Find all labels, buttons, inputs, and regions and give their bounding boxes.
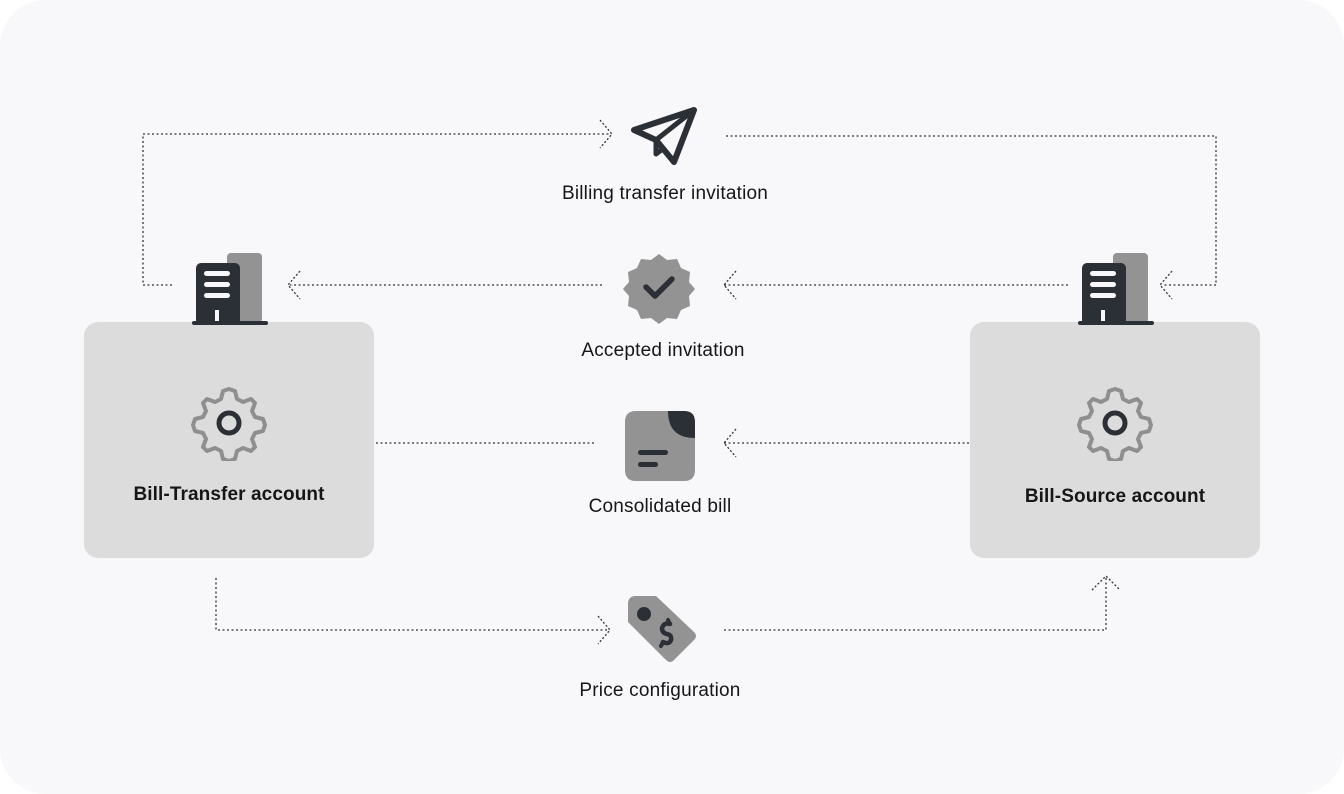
bill-transfer-account-title: Bill-Transfer account [133,484,325,505]
verified-badge-icon [623,254,695,324]
arrowhead-invitation [599,119,613,149]
arrowhead-price [597,615,611,645]
invitation-connector-right [726,135,1217,286]
invitation-label: Billing transfer invitation [561,183,769,204]
document-icon [625,411,695,481]
price-tag-icon [628,596,696,662]
accepted-label: Accepted invitation [581,340,745,361]
price-connector-left [215,578,608,631]
bill-label: Consolidated bill [588,496,732,517]
price-connector-right [724,578,1107,631]
building-icon [192,253,268,325]
bill-source-account-title: Bill-Source account [1024,486,1206,507]
paper-plane-icon [631,107,697,165]
price-label: Price configuration [579,680,741,701]
arrowhead-price-up [1091,575,1121,591]
gear-icon [191,387,267,461]
building-icon [1078,253,1154,325]
gear-icon [1077,387,1153,461]
invitation-connector-left [142,133,610,286]
bill-source-account-box: Bill-Source account [970,322,1260,558]
bill-transfer-account-box: Bill-Transfer account [84,322,374,558]
